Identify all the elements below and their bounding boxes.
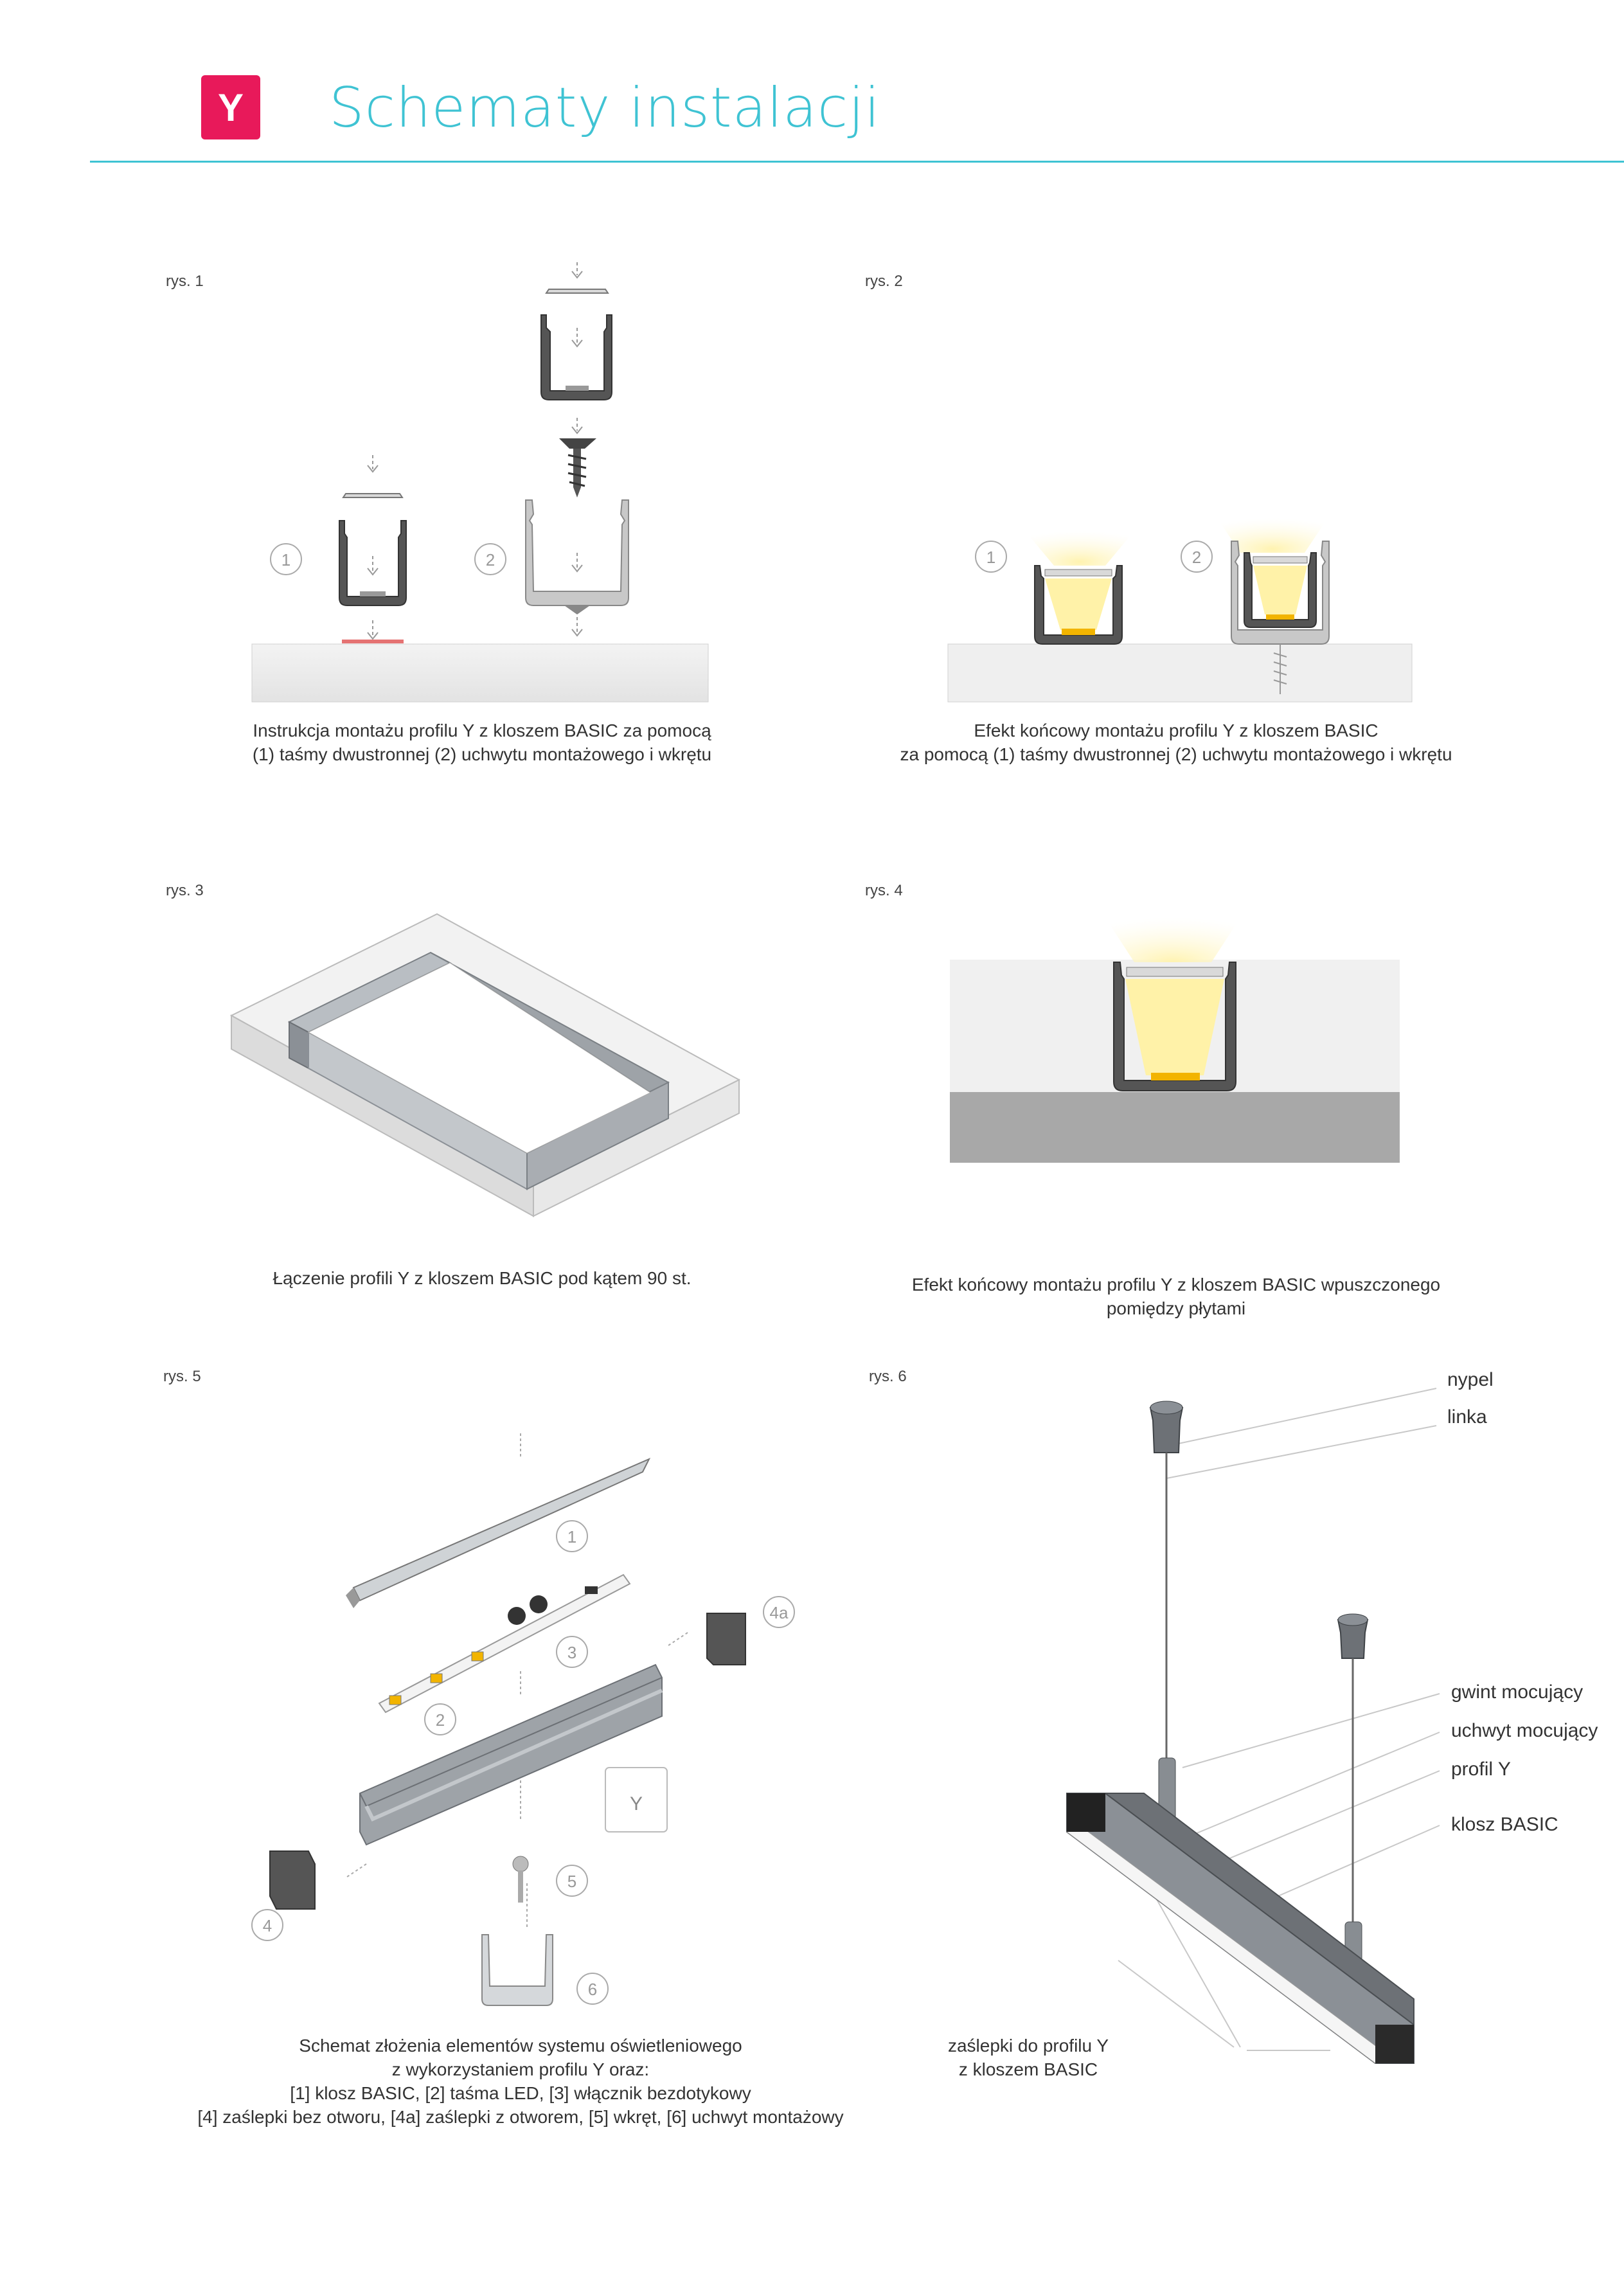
header-divider: [90, 161, 1624, 163]
fig4-caption-line: pomiędzy płytami: [1106, 1298, 1246, 1318]
callout-nypel: nypel: [1447, 1369, 1494, 1390]
page-title: Schematy instalacji: [329, 76, 881, 140]
fig2-marker-2: 2: [1192, 548, 1201, 567]
fig1-caption-line: Instrukcja montażu profilu Y z kloszem B…: [253, 721, 711, 740]
fig5-caption: Schemat złożenia elementów systemu oświe…: [141, 2034, 900, 2129]
callout-linka: linka: [1447, 1406, 1487, 1428]
end-caps-line: z kloszem BASIC: [958, 2059, 1098, 2079]
fig3-illustration: [229, 913, 741, 1217]
fig2-marker-1: 1: [986, 548, 995, 567]
fig5-caption-line: z wykorzystaniem profilu Y oraz:: [391, 2059, 650, 2079]
end-caps-line: zaślepki do profilu Y: [947, 2036, 1109, 2056]
fig5-label: rys. 5: [163, 1368, 201, 1385]
fig3-label: rys. 3: [166, 882, 204, 899]
fig5-marker-5: 5: [567, 1872, 576, 1891]
fig6-label: rys. 6: [869, 1368, 907, 1385]
fig2-label: rys. 2: [865, 273, 903, 290]
fig4-label: rys. 4: [865, 882, 903, 899]
callout-uchwyt-mocujacy: uchwyt mocujący: [1451, 1720, 1598, 1741]
fig5-marker-1: 1: [567, 1527, 576, 1546]
callout-end-caps: zaślepki do profilu Y z kloszem BASIC: [913, 2034, 1144, 2081]
fig3-caption: Łączenie profili Y z kloszem BASIC pod k…: [193, 1266, 771, 1290]
fig5-marker-3: 3: [567, 1643, 576, 1662]
fig5-illustration: 1 3 2 4a Y 4 5 6: [251, 1433, 795, 2006]
fig1-marker-1: 1: [281, 550, 290, 569]
fig1-caption-line: (1) taśmy dwustronnej (2) uchwytu montaż…: [252, 744, 712, 764]
callout-klosz-basic: klosz BASIC: [1451, 1814, 1558, 1835]
fig1-caption: Instrukcja montażu profilu Y z kloszem B…: [193, 719, 771, 766]
fig2-caption-line: za pomocą (1) taśmy dwustronnej (2) uchw…: [900, 744, 1452, 764]
fig6-illustration: [1066, 1388, 1440, 2064]
fig5-caption-line: [1] klosz BASIC, [2] taśma LED, [3] włąc…: [290, 2083, 751, 2103]
fig1-marker-2: 2: [486, 550, 495, 569]
fig1-label: rys. 1: [166, 273, 204, 290]
fig5-caption-line: Schemat złożenia elementów systemu oświe…: [299, 2036, 742, 2056]
fig1-illustration: 1 2: [251, 262, 709, 703]
fig5-y-tag: Y: [630, 1793, 643, 1815]
fig2-caption-line: Efekt końcowy montażu profilu Y z klosze…: [974, 721, 1379, 740]
fig2-illustration: 1 2: [947, 514, 1413, 703]
fig4-caption: Efekt końcowy montażu profilu Y z klosze…: [855, 1273, 1497, 1320]
callout-profil-y: profil Y: [1451, 1759, 1511, 1780]
fig5-marker-6: 6: [588, 1980, 597, 1999]
callout-gwint-mocujacy: gwint mocujący: [1451, 1681, 1584, 1703]
brand-badge: Y: [201, 75, 260, 139]
fig3-caption-line: Łączenie profili Y z kloszem BASIC pod k…: [272, 1268, 692, 1288]
fig4-caption-line: Efekt końcowy montażu profilu Y z klosze…: [911, 1275, 1441, 1295]
fig5-marker-2: 2: [436, 1710, 445, 1730]
fig5-caption-line: [4] zaślepki bez otworu, [4a] zaślepki z…: [197, 2107, 844, 2127]
fig5-marker-4: 4: [263, 1916, 272, 1935]
fig2-caption: Efekt końcowy montażu profilu Y z klosze…: [855, 719, 1497, 766]
fig4-illustration: [950, 913, 1400, 1163]
fig5-marker-4a: 4a: [770, 1603, 789, 1622]
